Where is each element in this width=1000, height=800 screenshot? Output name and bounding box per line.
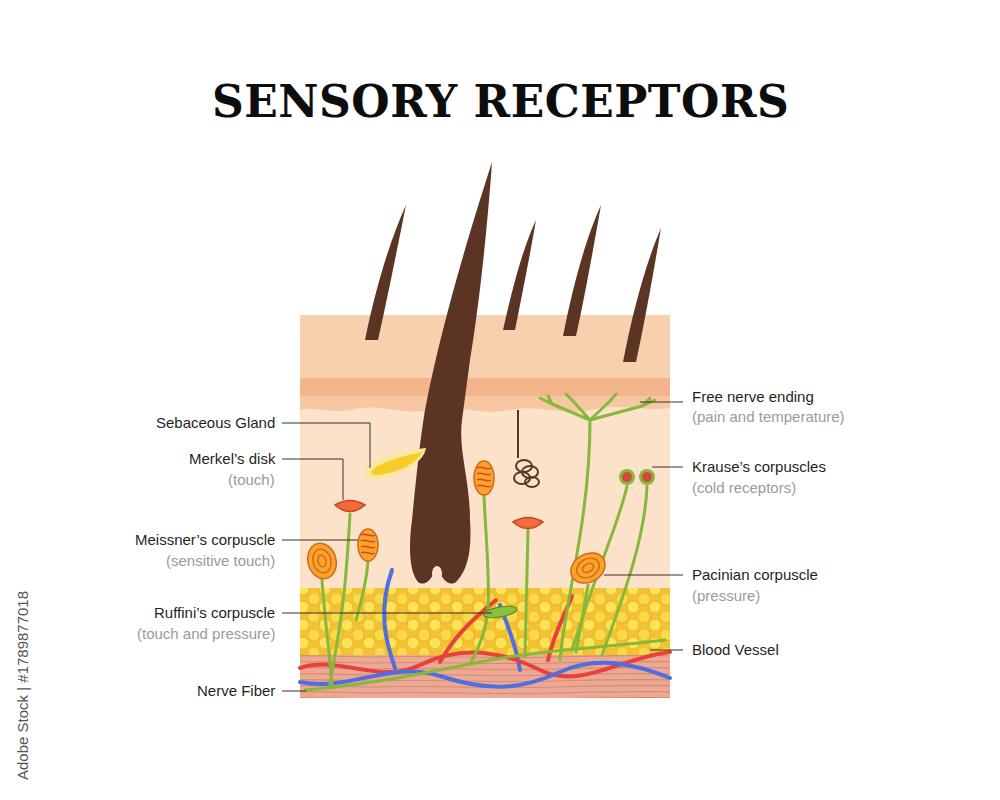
part-label: Blood Vessel	[692, 641, 779, 659]
function-note: (touch)	[228, 471, 275, 489]
part-label: Free nerve ending	[692, 388, 814, 406]
gland-halo	[365, 448, 426, 480]
hair-follicle	[410, 162, 492, 584]
skin-surface	[300, 315, 670, 383]
function-note: (touch and pressure)	[137, 625, 275, 643]
function-note: (cold receptors)	[692, 479, 796, 497]
part-label: Meissner’s corpuscle	[135, 531, 275, 549]
epidermis	[300, 378, 670, 396]
dermal-papillae	[300, 396, 670, 412]
function-note: (sensitive touch)	[166, 552, 275, 570]
watermark: Adobe Stock | #1789877018	[14, 591, 32, 780]
part-label: Pacinian corpuscle	[692, 566, 818, 584]
part-label: Ruffini’s corpuscle	[154, 604, 275, 622]
part-label: Krause’s corpuscles	[692, 458, 826, 476]
meissner-corpuscle	[358, 461, 494, 561]
part-label: Merkel’s disk	[189, 450, 275, 468]
sweat-gland	[514, 410, 539, 487]
ruffini-corpuscle	[482, 604, 517, 620]
sebaceous-gland	[371, 452, 422, 475]
hairs	[365, 205, 661, 362]
function-note: (pressure)	[692, 587, 760, 605]
dermal-papilla	[432, 566, 442, 582]
nerves	[305, 394, 665, 690]
krause-corpuscle	[619, 469, 655, 485]
function-note: (pain and temperature)	[692, 408, 845, 426]
leader-lines	[282, 402, 683, 691]
diagram-title: SENSORY RECEPTORS	[212, 76, 789, 128]
pacinian-corpuscle	[304, 540, 611, 589]
merkel-disk	[335, 501, 365, 512]
merkel-disk	[513, 518, 543, 529]
part-label: Nerve Fiber	[197, 682, 275, 700]
part-label: Sebaceous Gland	[156, 414, 275, 432]
